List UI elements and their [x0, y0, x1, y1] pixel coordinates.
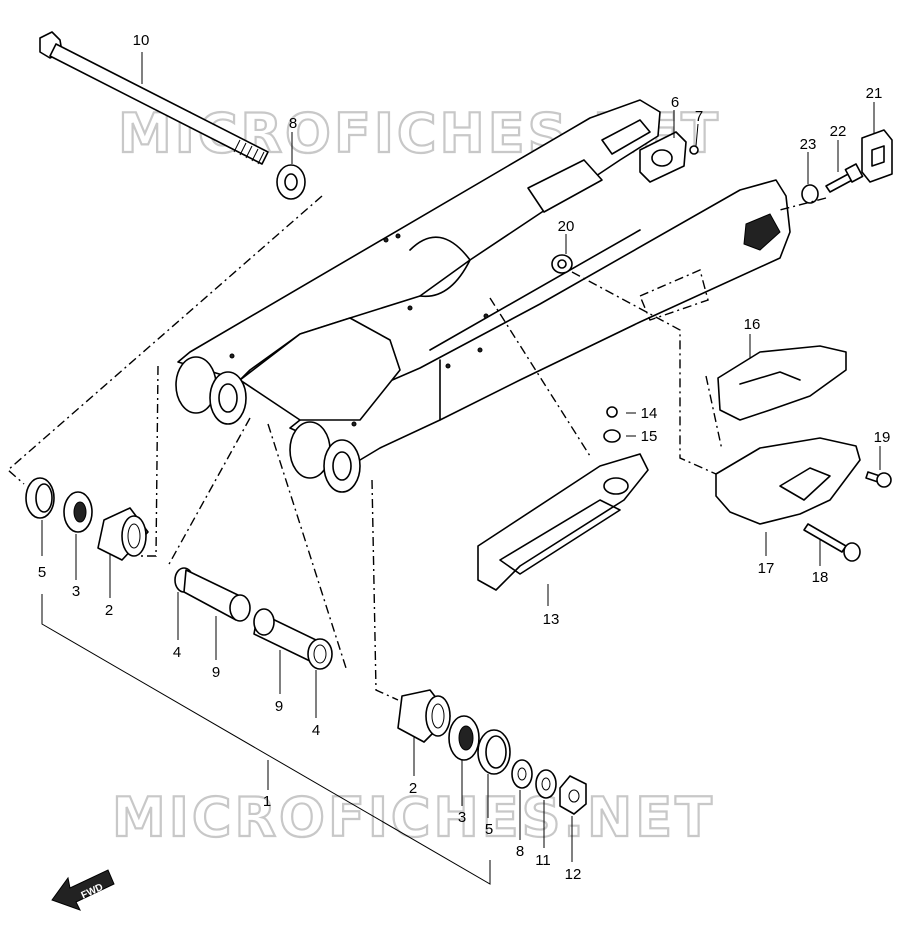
callout-16: 16 — [744, 316, 761, 333]
callout-8-bottom: 8 — [516, 843, 524, 860]
callout-17: 17 — [758, 560, 775, 577]
callout-8-top: 8 — [289, 115, 297, 132]
bearing-2-left — [97, 507, 149, 561]
seal-5-left — [25, 477, 55, 519]
adjuster-bolt — [825, 163, 864, 193]
axle-block — [861, 129, 893, 183]
guide-bolt-short — [865, 471, 892, 488]
callout-2-right: 2 — [409, 780, 417, 797]
chain-guide-upper — [717, 345, 847, 421]
fwd-badge: FWD — [51, 869, 115, 911]
callout-4-right: 4 — [312, 722, 320, 739]
callout-6: 6 — [671, 94, 679, 111]
callout-22: 22 — [830, 123, 847, 140]
leader-lines — [6, 52, 881, 885]
callout-20: 20 — [558, 218, 575, 235]
callout-13: 13 — [543, 611, 560, 628]
washer-8-right — [511, 759, 533, 789]
callout-7: 7 — [695, 108, 703, 125]
callout-2-left: 2 — [105, 602, 113, 619]
callout-15: 15 — [641, 428, 658, 445]
washer-11 — [535, 769, 557, 799]
callout-14: 14 — [641, 405, 658, 422]
spacer-9-left — [183, 569, 251, 622]
washer-top — [276, 164, 306, 200]
callout-11: 11 — [535, 852, 551, 869]
pivot-shaft — [39, 31, 269, 165]
chain-slider — [477, 453, 649, 591]
spacer-9-right — [253, 608, 317, 663]
guide-bolt-long — [803, 523, 861, 562]
callout-21: 21 — [866, 85, 883, 102]
adjuster-nut — [801, 184, 819, 204]
callout-9-right: 9 — [275, 698, 283, 715]
bearing-2-right — [397, 689, 451, 743]
nut-20 — [551, 254, 573, 274]
chain-guide-lower — [715, 437, 861, 525]
washer-15 — [603, 429, 621, 443]
swingarm-body — [175, 99, 791, 493]
seal-3-right — [448, 715, 480, 761]
callout-5-right: 5 — [485, 821, 493, 838]
callout-18: 18 — [812, 569, 829, 586]
nut-12 — [559, 775, 587, 815]
chain-adjuster-plate — [639, 131, 687, 183]
bolt-7 — [689, 145, 699, 155]
screw-14 — [606, 406, 618, 418]
callout-9-left: 9 — [212, 664, 220, 681]
callout-12: 12 — [565, 866, 582, 883]
callout-3-left: 3 — [72, 583, 80, 600]
callout-4-left: 4 — [173, 644, 181, 661]
callout-labels: 10 8 6 7 21 22 23 20 16 14 15 19 17 18 1… — [38, 32, 891, 883]
collar-4-right — [307, 638, 333, 670]
callout-5-left: 5 — [38, 564, 46, 581]
callout-3-right: 3 — [458, 809, 466, 826]
seal-5-right — [477, 729, 511, 775]
callout-10: 10 — [133, 32, 150, 49]
callout-19: 19 — [874, 429, 891, 446]
fwd-arrow-icon — [51, 869, 115, 911]
callout-1: 1 — [263, 793, 271, 810]
callout-23: 23 — [800, 136, 817, 153]
seal-3-left — [63, 491, 93, 533]
